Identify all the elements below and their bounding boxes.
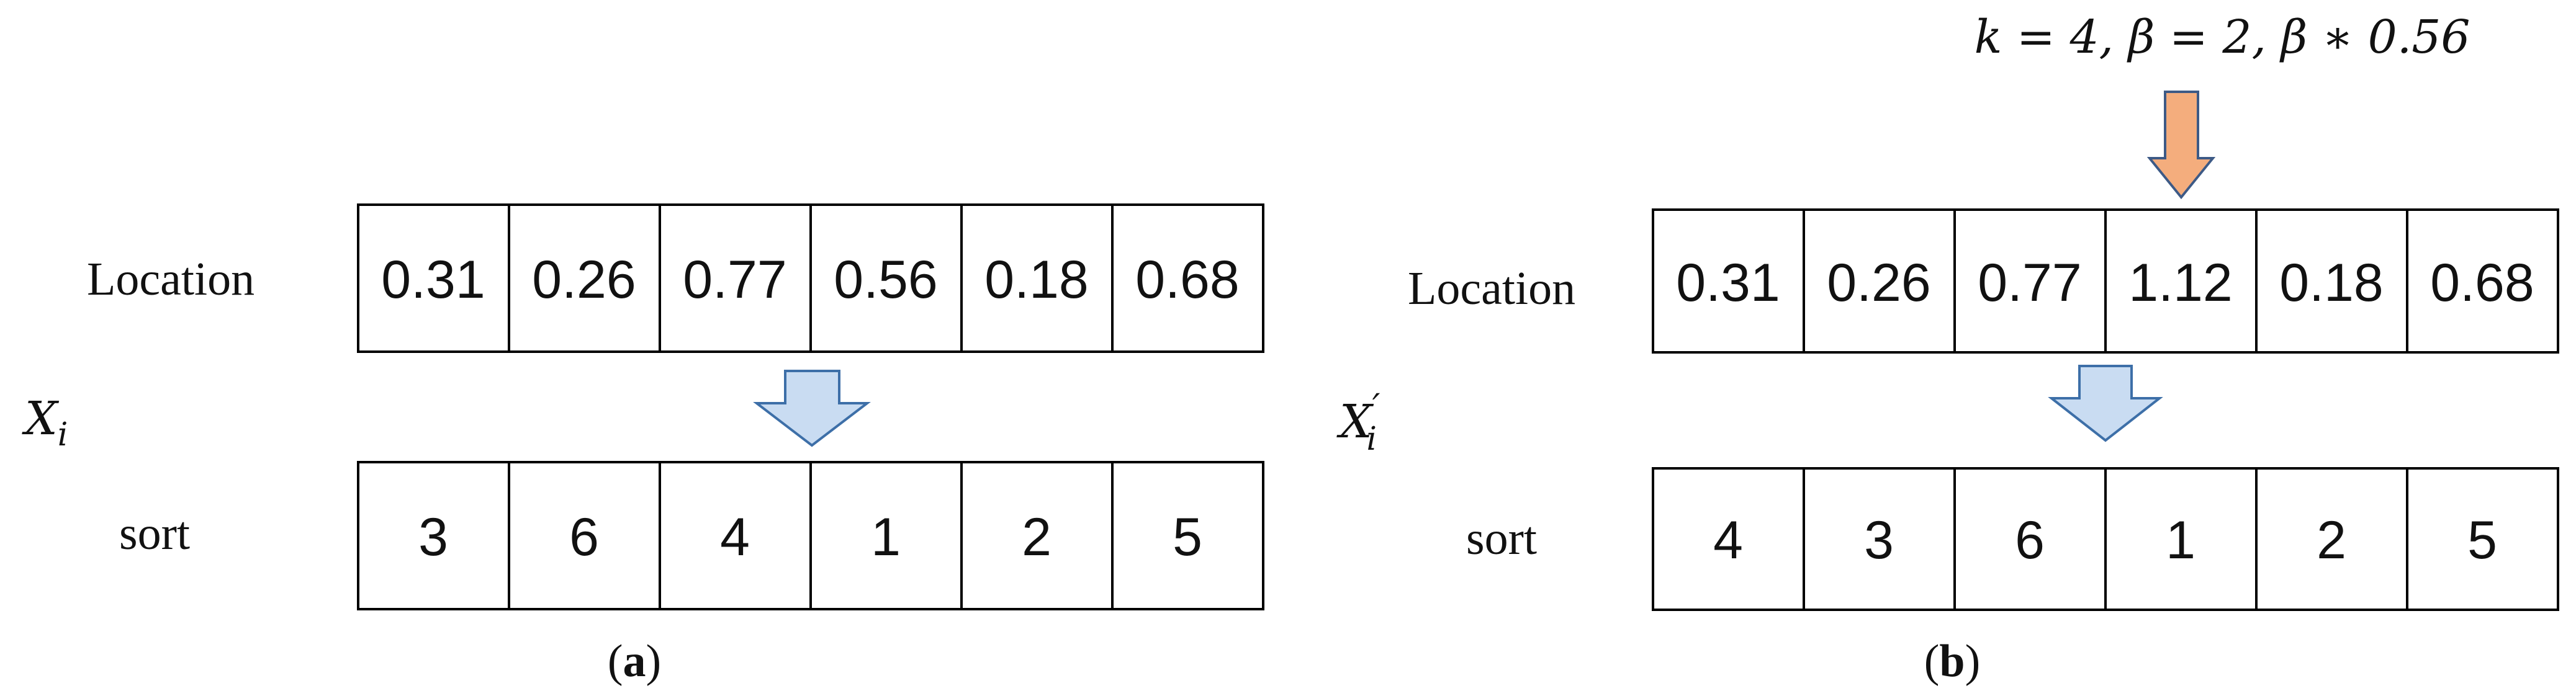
panel-b-location-label: Location	[1408, 262, 1575, 315]
panel-a-variable-label: Xi	[22, 392, 68, 453]
panel-b-formula: k = 4, β = 2, β ∗ 0.56	[1975, 11, 2470, 64]
panel-b-location-cell-5	[2406, 208, 2559, 354]
panel-b-sort-value-2: 6	[2015, 511, 2045, 570]
panel-b-sort-value-1: 3	[1864, 511, 1894, 570]
panel-b-sort-value-3: 1	[2166, 511, 2195, 570]
panel-a-location-value-0: 0.31	[381, 250, 485, 310]
panel-a-sort-cell-3	[809, 461, 963, 610]
panel-b-sort-label: sort	[1466, 512, 1537, 564]
panel-a-sort-row: 3 6 4 1 2 5	[357, 461, 1264, 610]
panel-a-sort-value-3: 1	[871, 507, 901, 567]
panel-a-sort-label: sort	[119, 507, 190, 560]
panel-a-sort-value-2: 4	[720, 507, 750, 567]
panel-a-location-value-1: 0.26	[532, 250, 636, 310]
panel-b-sort-row: 4 3 6 1 2 5	[1652, 467, 2559, 611]
panel-a-location-cell-4	[960, 203, 1114, 353]
panel-b-sort-cell-4	[2255, 467, 2408, 611]
panel-b-location-value-1: 0.26	[1827, 253, 1930, 313]
panel-b-sort-cell-3	[2104, 467, 2258, 611]
panel-a-location-label: Location	[87, 253, 254, 305]
panel-a-sort-value-4: 2	[1022, 507, 1052, 567]
panel-a-sort-cell-5	[1111, 461, 1264, 610]
panel-a-location-value-4: 0.18	[984, 250, 1088, 310]
panel-b-location-value-3: 1.12	[2128, 253, 2232, 313]
panel-b-location-value-0: 0.31	[1676, 253, 1780, 313]
panel-b-location-cell-0	[1652, 208, 1805, 354]
panel-b-location-value-4: 0.18	[2279, 253, 2383, 313]
panel-b-sort-value-5: 5	[2467, 511, 2497, 570]
panel-a-sort-value-0: 3	[418, 507, 448, 567]
panel-b-variable-label: X′i	[1336, 387, 1380, 458]
panel-b-sort-cell-2	[1953, 467, 2107, 611]
panel-b-sort-cell-1	[1803, 467, 1956, 611]
panel-b-sort-value-0: 4	[1713, 511, 1743, 570]
panel-b-location-row: 0.31 0.26 0.77 1.12 0.18 0.68	[1652, 208, 2559, 354]
panel-b-sort-cell-5	[2406, 467, 2559, 611]
panel-a-location-row: 0.31 0.26 0.77 0.56 0.18 0.68	[357, 203, 1264, 353]
panel-a-location-value-3: 0.56	[834, 250, 937, 310]
panel-a-caption: (a)	[608, 636, 661, 687]
panel-a-location-cell-0	[357, 203, 510, 353]
panel-a-sort-value-1: 6	[569, 507, 599, 567]
down-arrow-icon	[2048, 365, 2163, 442]
panel-b-location-value-2: 0.77	[1978, 253, 2081, 313]
panel-a-sort-cell-2	[659, 461, 812, 610]
down-arrow-icon	[753, 370, 871, 447]
panel-a: Location 0.31 0.26 0.77 0.56 0.18 0.68 X…	[22, 203, 1264, 687]
panel-a-sort-cell-0	[357, 461, 510, 610]
panel-a-location-cell-5	[1111, 203, 1264, 353]
panel-b-location-cell-1	[1803, 208, 1956, 354]
orange-down-arrow-icon	[2146, 91, 2216, 200]
panel-b-location-cell-3	[2104, 208, 2258, 354]
panel-b-sort-value-4: 2	[2317, 511, 2346, 570]
panel-b-location-value-5: 0.68	[2430, 253, 2534, 313]
panel-b-sort-cell-0	[1652, 467, 1805, 611]
panel-a-sort-value-5: 5	[1173, 507, 1202, 567]
panel-b-caption: (b)	[1924, 636, 1980, 687]
panel-a-location-cell-1	[508, 203, 661, 353]
panel-a-location-value-2: 0.77	[683, 250, 786, 310]
panel-a-location-value-5: 0.68	[1135, 250, 1239, 310]
panel-b-location-cell-4	[2255, 208, 2408, 354]
panel-a-sort-cell-1	[508, 461, 661, 610]
panel-a-location-cell-2	[659, 203, 812, 353]
panel-b: k = 4, β = 2, β ∗ 0.56 Location 0.31 0.2…	[1336, 11, 2559, 687]
